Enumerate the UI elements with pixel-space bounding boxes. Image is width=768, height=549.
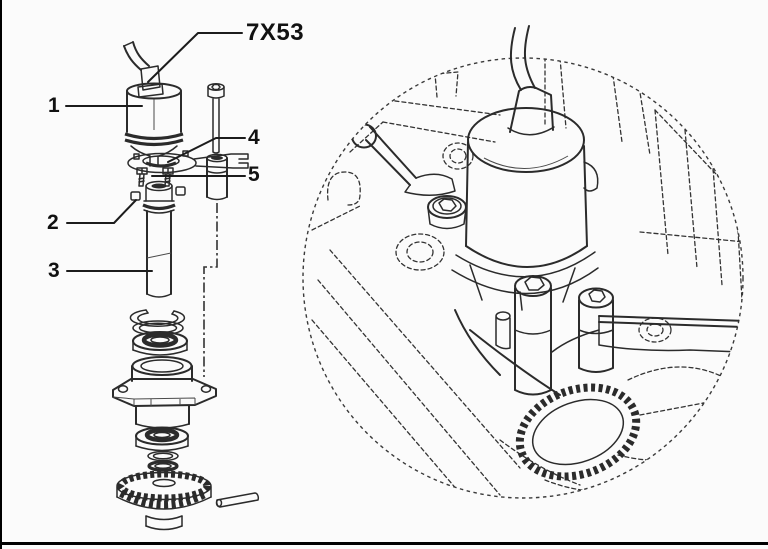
page-left-border: [0, 0, 2, 549]
page-bottom-border: [0, 542, 768, 545]
callout-5: 5: [248, 163, 261, 186]
exploded-view: [65, 32, 260, 531]
callout-3: 3: [48, 259, 61, 282]
callout-2: 2: [47, 211, 60, 234]
detail-view: [302, 25, 744, 499]
callout-1: 1: [48, 94, 61, 117]
callout-part-code: 7X53: [246, 19, 305, 46]
callout-4: 4: [248, 126, 261, 149]
